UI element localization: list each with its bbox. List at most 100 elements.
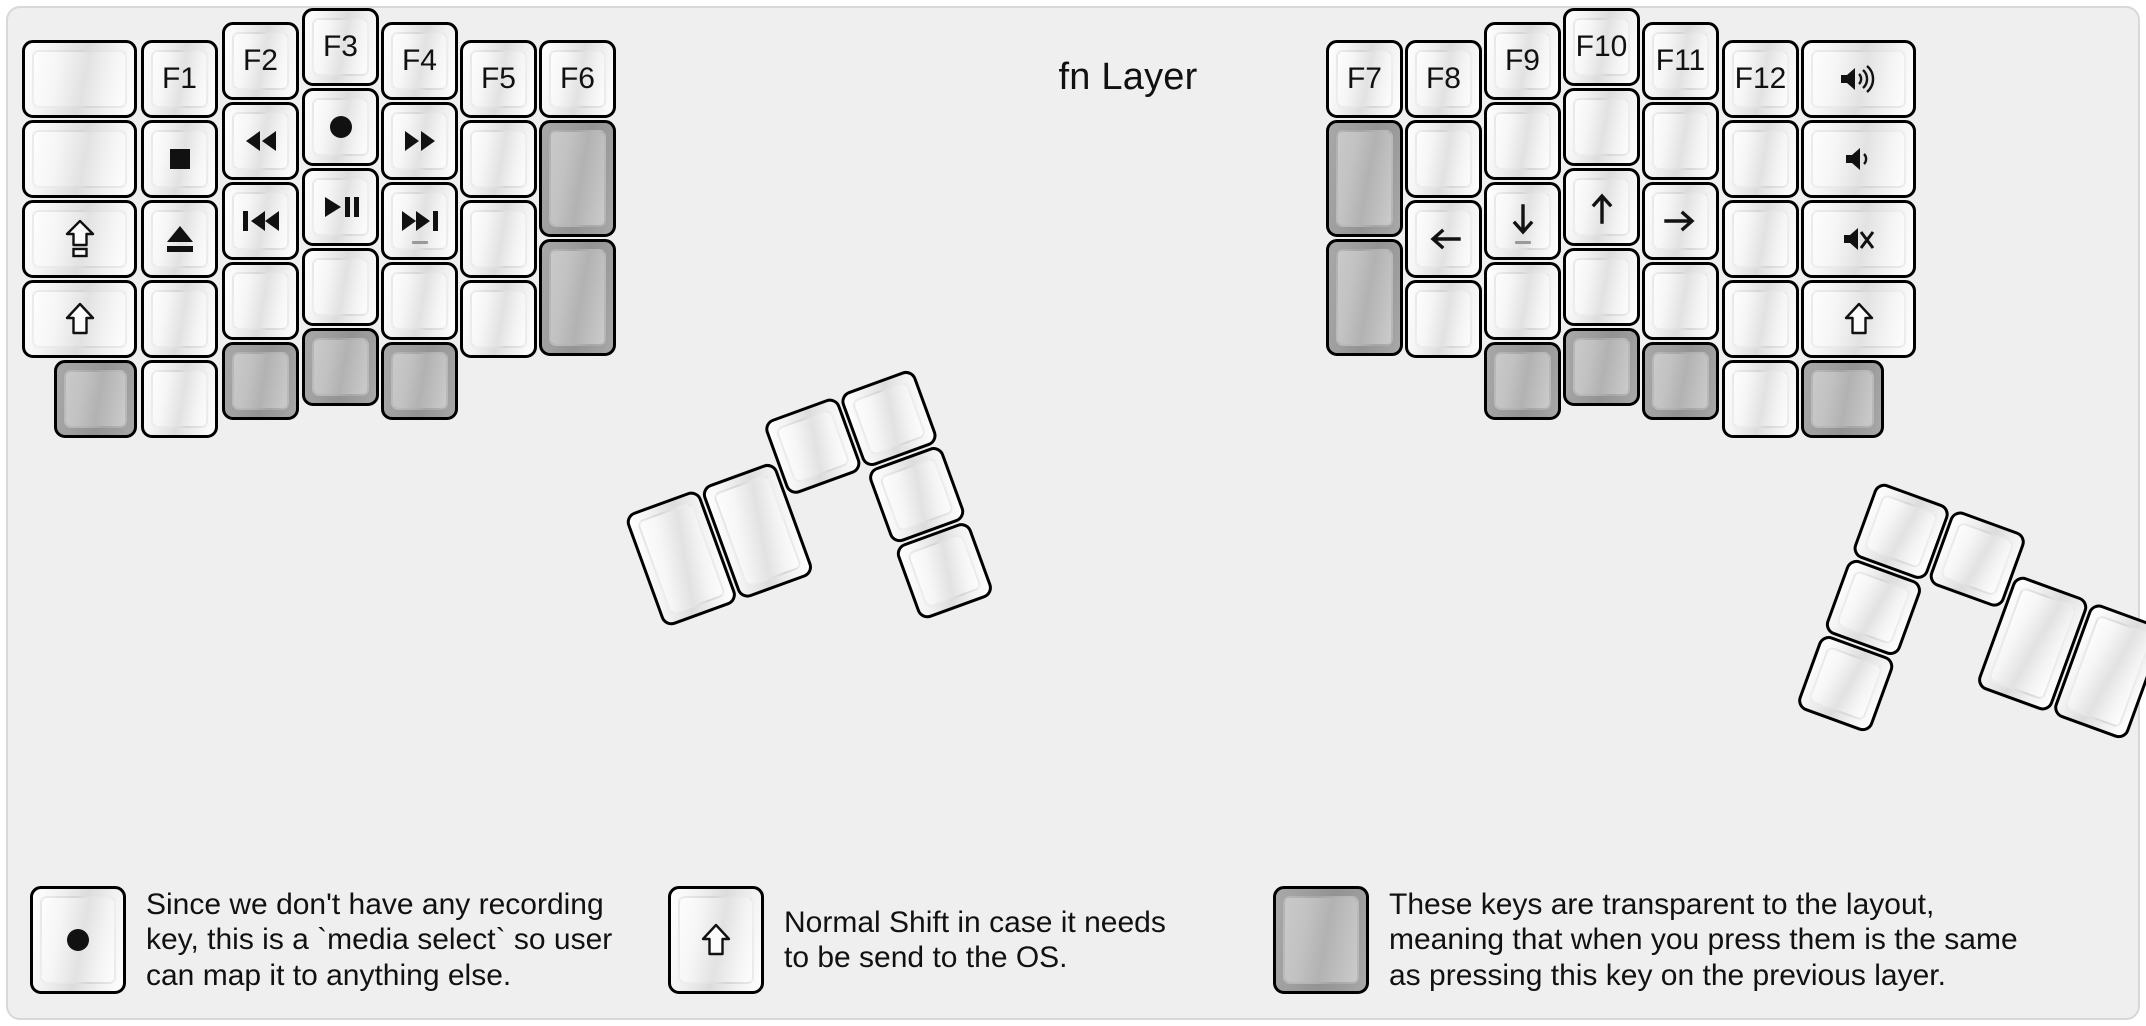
key-blank[interactable]: [302, 248, 379, 326]
rewind-icon: [242, 128, 280, 154]
key-arrow-left[interactable]: [1405, 200, 1482, 278]
key-f2[interactable]: F2: [222, 22, 299, 100]
caps-lock-icon: [65, 219, 95, 259]
key-f11[interactable]: F11: [1642, 22, 1719, 100]
volume-up-icon: [1838, 64, 1880, 94]
key-volume-down[interactable]: [1801, 120, 1916, 198]
key-blank[interactable]: [1722, 120, 1799, 198]
key-arrow-up[interactable]: [1563, 168, 1640, 246]
key-media-record[interactable]: [302, 88, 379, 166]
key-blank[interactable]: [1722, 360, 1799, 438]
fast-forward-icon: [401, 128, 439, 154]
key-transparent-tall[interactable]: [539, 239, 616, 356]
key-blank[interactable]: [1484, 262, 1561, 340]
key-media-fast-forward[interactable]: [381, 102, 458, 180]
key-blank[interactable]: [1642, 102, 1719, 180]
key-blank[interactable]: [1563, 88, 1640, 166]
key-media-eject[interactable]: [141, 200, 218, 278]
key-arrow-down[interactable]: [1484, 182, 1561, 260]
key-transparent[interactable]: [302, 328, 379, 406]
record-icon: [327, 113, 355, 141]
legend-record-text: Since we don't have any recording key, t…: [146, 887, 613, 992]
eject-icon: [164, 224, 196, 254]
legend-transparent: These keys are transparent to the layout…: [1273, 886, 2018, 994]
key-label: F7: [1346, 62, 1382, 95]
key-blank[interactable]: [460, 120, 537, 198]
key-blank[interactable]: [1484, 102, 1561, 180]
key-blank[interactable]: [1722, 280, 1799, 358]
homing-bar: [411, 241, 428, 244]
shift-icon: [1844, 302, 1874, 336]
key-blank[interactable]: [1722, 200, 1799, 278]
key-label: F11: [1655, 44, 1706, 77]
key-f7[interactable]: F7: [1326, 40, 1403, 118]
key-label: F6: [559, 62, 595, 95]
key-blank[interactable]: [141, 280, 218, 358]
key-blank[interactable]: [460, 200, 537, 278]
arrow-left-icon: [1426, 226, 1462, 252]
key-blank[interactable]: [141, 360, 218, 438]
legend-shift: Normal Shift in case it needs to be send…: [668, 886, 1166, 994]
key-arrow-right[interactable]: [1642, 182, 1719, 260]
key-transparent[interactable]: [1801, 360, 1884, 438]
key-f10[interactable]: F10: [1563, 8, 1640, 86]
key-blank[interactable]: [1563, 248, 1640, 326]
key-blank[interactable]: [22, 120, 137, 198]
key-transparent[interactable]: [1484, 342, 1561, 420]
key-transparent[interactable]: [222, 342, 299, 420]
arrow-up-icon: [1589, 189, 1615, 225]
key-media-prev-track[interactable]: [222, 182, 299, 260]
arrow-right-icon: [1663, 208, 1699, 234]
key-transparent-tall[interactable]: [539, 120, 616, 237]
key-blank[interactable]: [222, 262, 299, 340]
shift-icon: [65, 302, 95, 336]
key-blank[interactable]: [1405, 280, 1482, 358]
key-media-play-pause[interactable]: [302, 168, 379, 246]
legend-record-key: [30, 886, 126, 994]
key-blank[interactable]: [460, 280, 537, 358]
next-track-icon: [398, 208, 442, 234]
key-blank[interactable]: [1642, 262, 1719, 340]
key-media-next-track[interactable]: [381, 182, 458, 260]
thumb-cluster: [1784, 478, 2146, 826]
key-transparent-tall[interactable]: [1326, 120, 1403, 237]
key-f5[interactable]: F5: [460, 40, 537, 118]
volume-down-icon: [1843, 144, 1875, 174]
legend-transparent-text: These keys are transparent to the layout…: [1389, 887, 2018, 992]
key-f6[interactable]: F6: [539, 40, 616, 118]
key-blank[interactable]: [1405, 120, 1482, 198]
key-transparent[interactable]: [381, 342, 458, 420]
key-f12[interactable]: F12: [1722, 40, 1799, 118]
key-caps-lock[interactable]: [22, 200, 137, 278]
key-f8[interactable]: F8: [1405, 40, 1482, 118]
key-f3[interactable]: F3: [302, 8, 379, 86]
key-label: F10: [1575, 30, 1628, 63]
prev-track-icon: [239, 208, 283, 234]
key-f9[interactable]: F9: [1484, 22, 1561, 100]
legend-record: Since we don't have any recording key, t…: [30, 886, 612, 994]
key-volume-up[interactable]: [1801, 40, 1916, 118]
key-media-stop[interactable]: [141, 120, 218, 198]
key-transparent[interactable]: [54, 360, 137, 438]
key-shift[interactable]: [1801, 280, 1916, 358]
key-f4[interactable]: F4: [381, 22, 458, 100]
key-label: F9: [1504, 44, 1540, 77]
key-mute[interactable]: [1801, 200, 1916, 278]
key-label: F8: [1425, 62, 1461, 95]
key-blank[interactable]: [22, 40, 137, 118]
key-transparent[interactable]: [1563, 328, 1640, 406]
legend-shift-key: [668, 886, 764, 994]
key-shift[interactable]: [22, 280, 137, 358]
key-blank[interactable]: [381, 262, 458, 340]
key-transparent[interactable]: [1642, 342, 1719, 420]
key-label: F12: [1734, 62, 1787, 95]
thumb-cluster: [610, 365, 1006, 713]
key-media-rewind[interactable]: [222, 102, 299, 180]
key-f1[interactable]: F1: [141, 40, 218, 118]
mute-icon: [1841, 224, 1877, 254]
arrow-down-icon: [1510, 203, 1536, 239]
record-icon: [64, 926, 92, 954]
key-label: F4: [401, 44, 437, 77]
key-transparent-tall[interactable]: [1326, 239, 1403, 356]
